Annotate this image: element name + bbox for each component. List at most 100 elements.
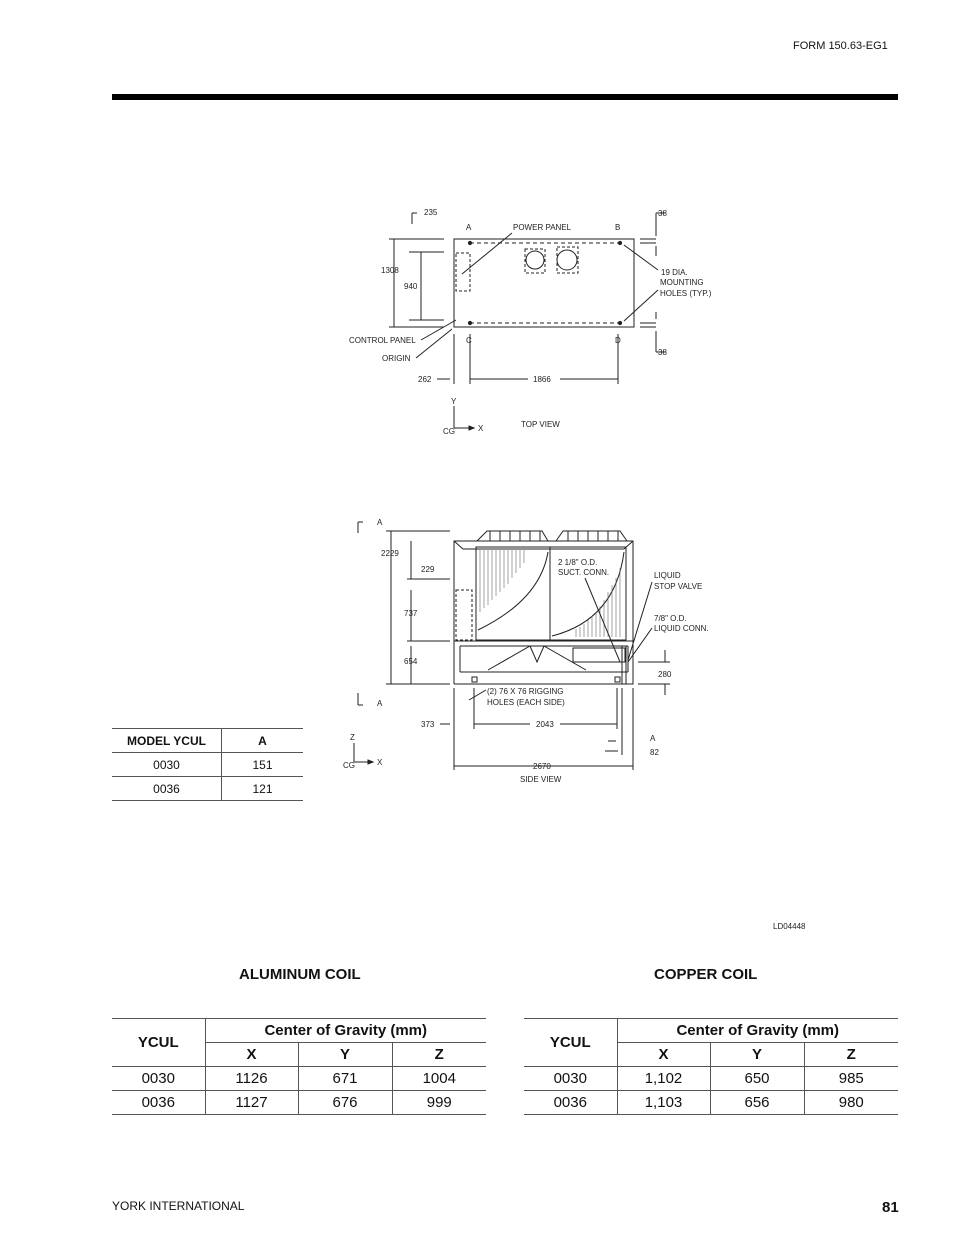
x-cell: 1,103 (616, 1090, 710, 1115)
power-panel-label: POWER PANEL (513, 223, 572, 232)
mounting-hole-a (467, 240, 473, 246)
corner-c-label: C (466, 336, 472, 345)
origin-label: ORIGIN (382, 354, 411, 363)
cg-symbol-side: CG (343, 761, 355, 770)
x-header: X (616, 1042, 710, 1067)
z-header: Z (803, 1042, 898, 1067)
mounting-hole-d (617, 320, 623, 326)
dim-940: 940 (404, 282, 418, 291)
side-view-labels: A 2229 229 737 654 A 2 1/8" O.D. SUCT. C… (343, 518, 806, 931)
mounting-holes-line2: MOUNTING (660, 278, 704, 287)
rigging-holes-line2: HOLES (EACH SIDE) (487, 698, 565, 707)
control-panel-label: CONTROL PANEL (349, 336, 416, 345)
y-cell: 656 (709, 1090, 804, 1115)
dim-2670: 2670 (533, 762, 551, 771)
top-view (389, 212, 665, 431)
coil-right (549, 546, 627, 641)
dim-2043: 2043 (536, 720, 554, 729)
y-cell: 676 (297, 1090, 392, 1115)
dim-280: 280 (658, 670, 672, 679)
corner-d-label: D (615, 336, 621, 345)
axis-x-label-side: X (377, 758, 383, 767)
x-cell: 1,102 (616, 1066, 710, 1091)
table-row: 0036 121 (112, 776, 303, 801)
side-view-title: SIDE VIEW (520, 775, 562, 784)
y-header: Y (709, 1042, 804, 1067)
a-value-cell: 151 (221, 752, 303, 777)
form-number: FORM 150.63-EG1 (793, 40, 888, 52)
cog-group-header: Center of Gravity (mm) (204, 1018, 486, 1043)
fan-2 (556, 249, 578, 271)
dim-38-top: 38 (658, 209, 667, 218)
top-view-title: TOP VIEW (521, 420, 560, 429)
a-value-cell: 121 (221, 776, 303, 801)
dim-2229: 2229 (381, 549, 399, 558)
dim-235: 235 (424, 208, 438, 217)
cog-group-header: Center of Gravity (mm) (616, 1018, 898, 1043)
corner-b-label: B (615, 223, 620, 232)
dim-262: 262 (418, 375, 432, 384)
header-rule (112, 94, 898, 100)
ycul-header: YCUL (112, 1018, 205, 1067)
drawing-id: LD04448 (773, 922, 806, 931)
x-cell: 1127 (204, 1090, 298, 1115)
x-cell: 1126 (204, 1066, 298, 1091)
axis-y-label: Y (451, 397, 457, 406)
model-cell: 0036 (112, 776, 222, 801)
mounting-holes-line3: HOLES (TYP.) (660, 289, 712, 298)
rigging-holes-line1: (2) 76 X 76 RIGGING (487, 687, 563, 696)
page-number: 81 (882, 1199, 899, 1216)
table-row: 0036 1,103 656 980 (524, 1090, 898, 1115)
z-cell: 999 (391, 1090, 486, 1115)
dim-38-bottom: 38 (658, 348, 667, 357)
axis-z-label: Z (350, 733, 355, 742)
x-header: X (204, 1042, 298, 1067)
axis-x-label: X (478, 424, 484, 433)
dim-1308: 1308 (381, 266, 399, 275)
mounting-hole-b (617, 240, 623, 246)
z-cell: 980 (803, 1090, 898, 1115)
coil-left (475, 546, 551, 641)
ycul-header: YCUL (524, 1018, 617, 1067)
a-col-header: A (221, 728, 303, 753)
dim-229: 229 (421, 565, 435, 574)
model-cell: 0030 (112, 752, 222, 777)
section-a-bottom: A (377, 699, 383, 708)
z-header: Z (391, 1042, 486, 1067)
y-header: Y (297, 1042, 392, 1067)
dim-373: 373 (421, 720, 435, 729)
suct-conn-line1: 2 1/8" O.D. (558, 558, 597, 567)
section-a-top: A (377, 518, 383, 527)
control-panel-outline (455, 252, 471, 292)
copper-cog-table: YCUL Center of Gravity (mm) X Y Z 0030 1… (524, 1018, 898, 1115)
top-view-outline (453, 238, 635, 328)
top-view-labels: 235 A POWER PANEL B 38 1308 940 19 DIA. … (349, 208, 712, 436)
table-row: 0030 1,102 650 985 (524, 1066, 898, 1091)
mounting-hole-c (467, 320, 473, 326)
section-a-right: A (650, 734, 656, 743)
cg-symbol: CG (443, 427, 455, 436)
aluminum-cog-table: YCUL Center of Gravity (mm) X Y Z 0030 1… (112, 1018, 486, 1115)
z-cell: 1004 (391, 1066, 486, 1091)
copper-coil-title: COPPER COIL (654, 966, 758, 983)
mounting-holes-line1: 19 DIA. (661, 268, 688, 277)
side-view-outline (453, 540, 634, 685)
table-row: 0036 1127 676 999 (112, 1090, 486, 1115)
suct-conn-line2: SUCT. CONN. (558, 568, 609, 577)
liquid-conn-line1: 7/8" O.D. (654, 614, 687, 623)
y-cell: 650 (709, 1066, 804, 1091)
corner-a-label: A (466, 223, 472, 232)
liquid-valve-line2: STOP VALVE (654, 582, 702, 591)
model-cell: 0036 (524, 1090, 617, 1115)
dim-1866: 1866 (533, 375, 551, 384)
table-row: 0030 151 (112, 752, 303, 777)
model-col-header: MODEL YCUL (112, 728, 222, 753)
aluminum-coil-title: ALUMINUM COIL (239, 966, 361, 983)
dim-737: 737 (404, 609, 418, 618)
table-row: 0030 1126 671 1004 (112, 1066, 486, 1091)
dim-654: 654 (404, 657, 418, 666)
y-cell: 671 (297, 1066, 392, 1091)
side-view (353, 521, 670, 770)
model-cell: 0036 (112, 1090, 205, 1115)
z-cell: 985 (803, 1066, 898, 1091)
